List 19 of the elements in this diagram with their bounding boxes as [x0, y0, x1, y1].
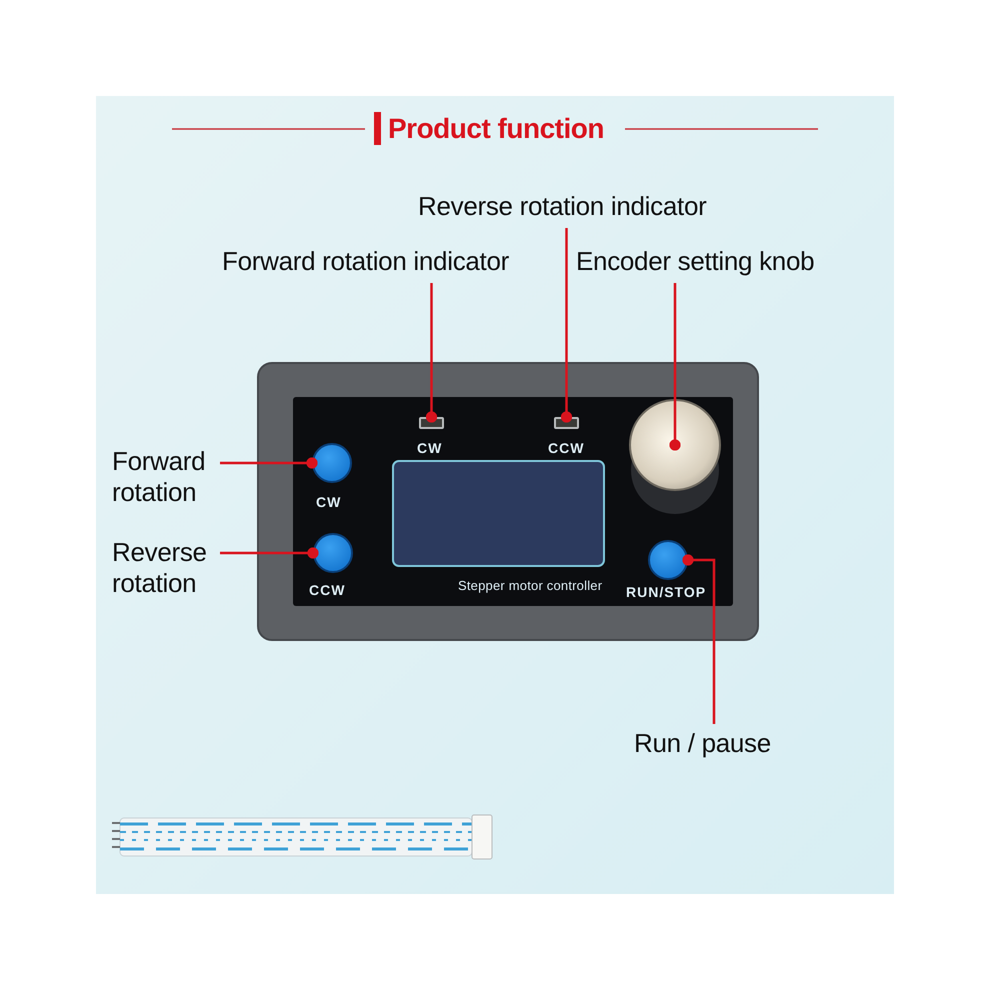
title: Product function [388, 112, 604, 145]
device-caption: Stepper motor controller [458, 578, 602, 594]
panel-label: CW [417, 440, 442, 456]
callout-text: Encoder setting knob [576, 246, 838, 279]
panel-label: CCW [309, 582, 346, 598]
leader-line [220, 547, 319, 559]
panel-label: CCW [548, 440, 584, 456]
panel-label: CW [316, 494, 342, 510]
callout-text: Reverse rotation indicator [418, 191, 734, 224]
callout-text: Forward rotation indicator [222, 246, 544, 279]
leader-line [682, 554, 716, 724]
callout-text: Forward rotation [112, 446, 224, 508]
callout-text: Run / pause [634, 728, 786, 761]
leader-line [669, 283, 681, 451]
leader-line [220, 457, 318, 469]
leader-line [426, 283, 438, 423]
panel-label: RUN/STOP [626, 584, 706, 600]
leader-line [560, 228, 572, 423]
callout-text: Reverse rotation [112, 537, 224, 599]
